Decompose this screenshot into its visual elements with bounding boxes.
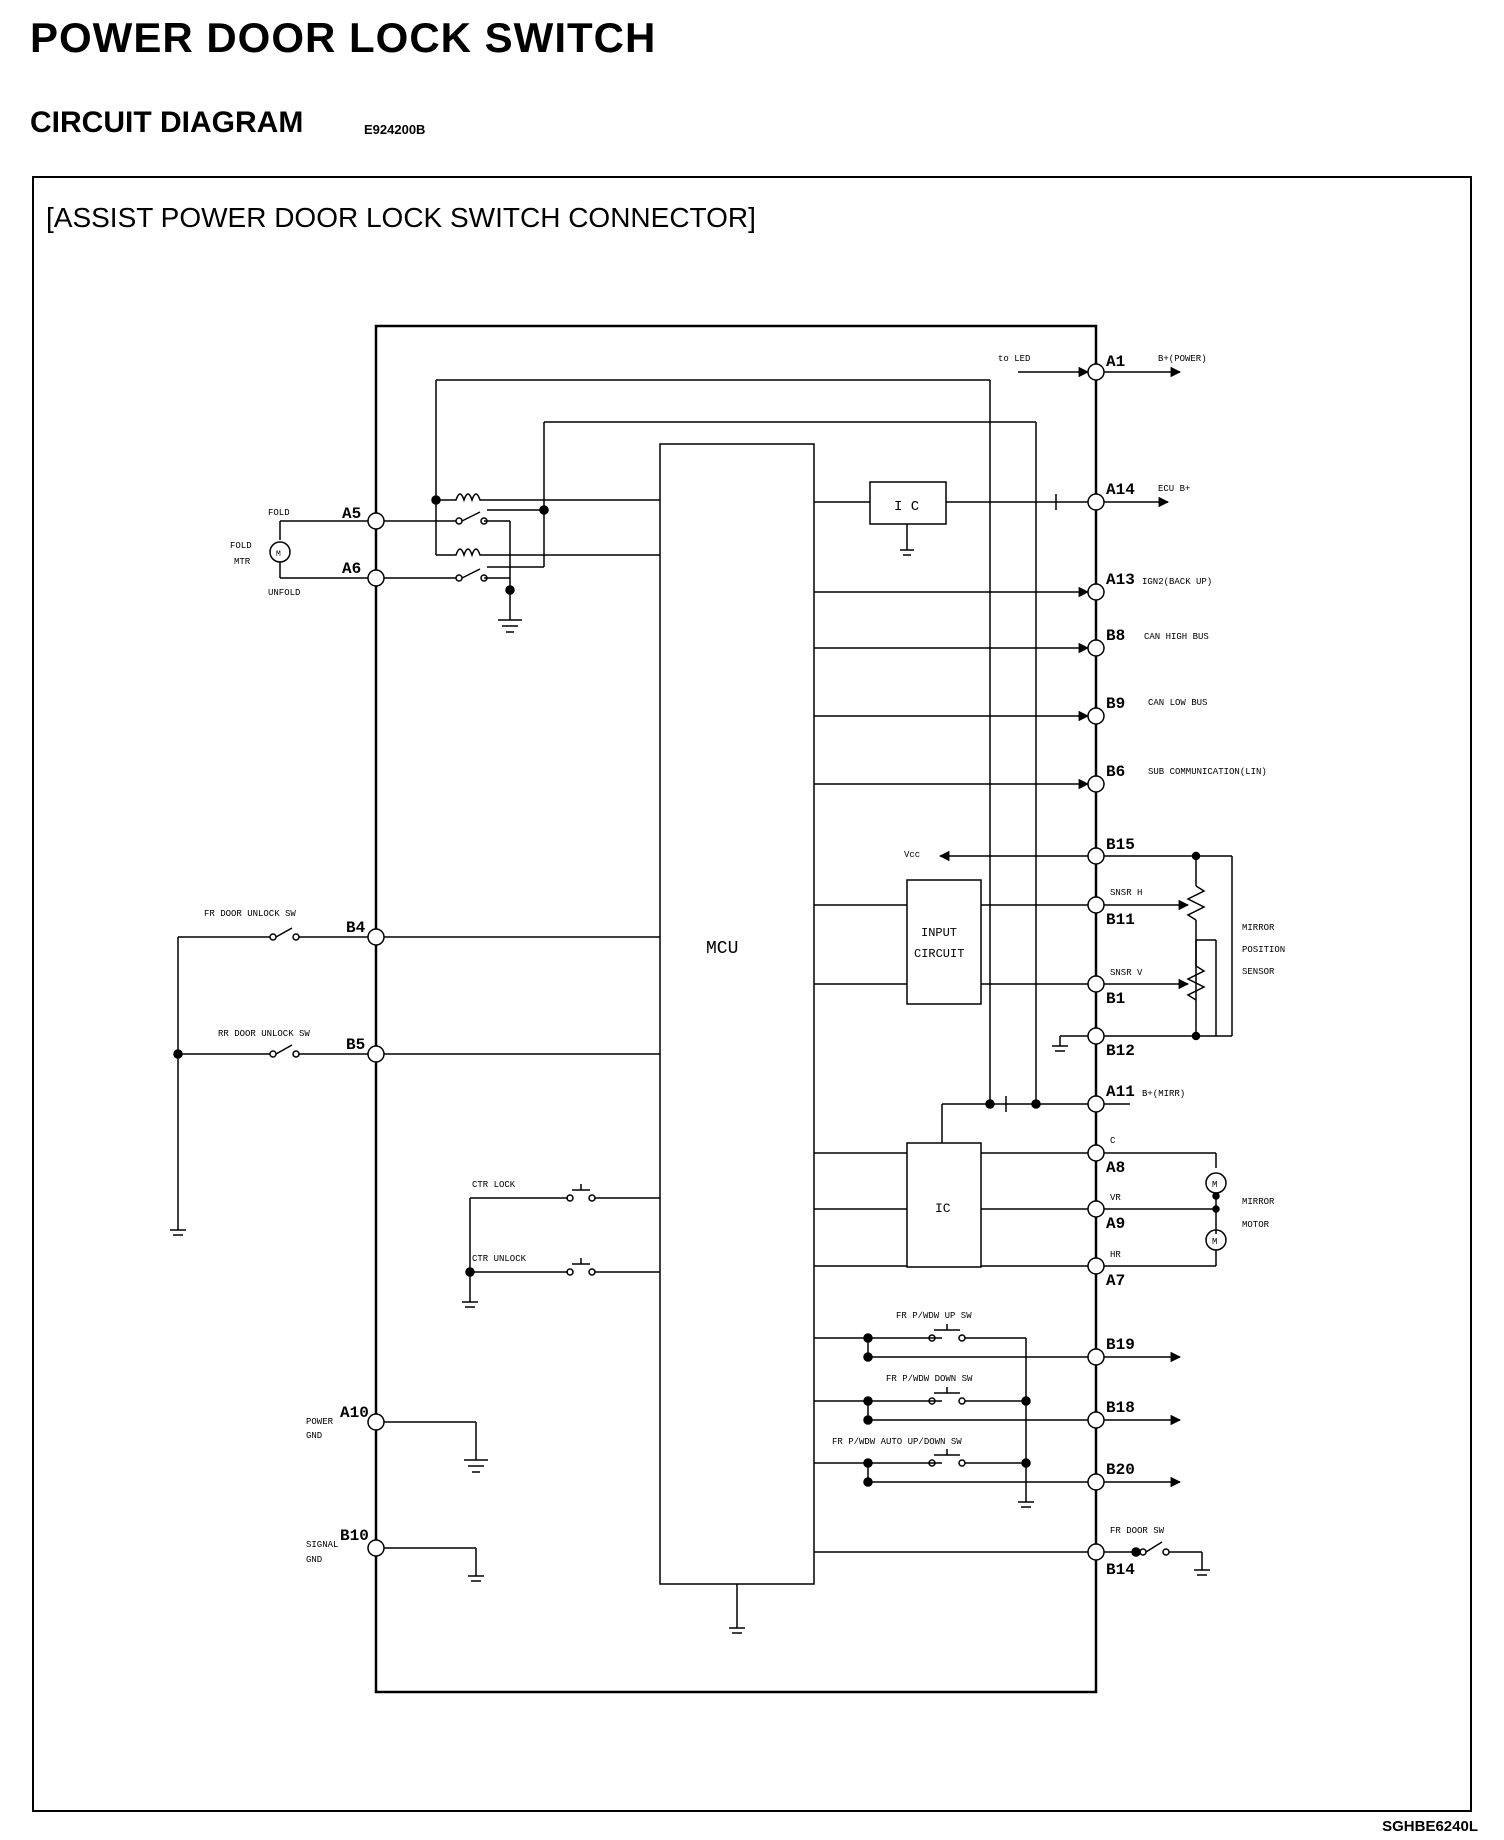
input-circuit-block bbox=[906, 879, 982, 1005]
signal-label-can-low: CAN LOW BUS bbox=[1148, 698, 1207, 708]
motor-symbol: M bbox=[276, 550, 281, 559]
fr-pwdw-auto-label: FR P/WDW AUTO UP/DOWN SW bbox=[832, 1437, 962, 1447]
fold-mtr-label: FOLD bbox=[230, 541, 252, 551]
fr-door-unlock-label: FR DOOR UNLOCK SW bbox=[204, 909, 296, 919]
footer-code: SGHBE6240L bbox=[1382, 1818, 1478, 1835]
pin-label-a7: A7 bbox=[1106, 1272, 1125, 1290]
mirror-motor-wiring bbox=[814, 1152, 1227, 1267]
signal-label-sub-comm: SUB COMMUNICATION(LIN) bbox=[1148, 767, 1267, 777]
document-code: E924200B bbox=[364, 122, 426, 137]
signal-label-ecu-b: ECU B+ bbox=[1158, 484, 1190, 494]
fr-pwdw-down-label: FR P/WDW DOWN SW bbox=[886, 1374, 973, 1384]
mcu-label: MCU bbox=[706, 939, 738, 959]
pin-label-b4: B4 bbox=[346, 919, 366, 937]
signal-gnd-label: SIGNAL bbox=[306, 1540, 338, 1550]
pin-label-b9: B9 bbox=[1106, 695, 1125, 713]
pin-label-a14: A14 bbox=[1106, 481, 1135, 499]
pin-label-a10: A10 bbox=[340, 1404, 369, 1422]
fold-label: FOLD bbox=[268, 508, 290, 518]
pin-label-b8: B8 bbox=[1106, 627, 1125, 645]
signal-label-vr: VR bbox=[1110, 1193, 1121, 1203]
pin-label-b12: B12 bbox=[1106, 1042, 1135, 1060]
pin-label-b19: B19 bbox=[1106, 1336, 1135, 1354]
pin-label-a1: A1 bbox=[1106, 353, 1125, 371]
ic-top-block bbox=[869, 481, 947, 525]
signal-label-vcc: Vcc bbox=[904, 850, 920, 860]
right-output-wires bbox=[814, 366, 1182, 1553]
unfold-label: UNFOLD bbox=[268, 588, 300, 598]
signal-label-c: C bbox=[1110, 1136, 1116, 1146]
switch-module-box bbox=[374, 324, 1098, 1694]
pin-label-a6: A6 bbox=[342, 560, 361, 578]
fr-pwdw-up-label: FR P/WDW UP SW bbox=[896, 1311, 972, 1321]
mirror-position-sensor-label: POSITION bbox=[1242, 945, 1285, 955]
fold-mtr-label: MTR bbox=[234, 557, 251, 567]
signal-label-snsr-h: SNSR H bbox=[1110, 888, 1142, 898]
ic-bottom-block bbox=[906, 1142, 982, 1268]
pin-label-b5: B5 bbox=[346, 1036, 365, 1054]
pin-label-b1: B1 bbox=[1106, 990, 1125, 1008]
fold-motor-relays bbox=[269, 380, 660, 633]
signal-gnd-label: GND bbox=[306, 1555, 322, 1565]
signal-label-can-high: CAN HIGH BUS bbox=[1144, 632, 1209, 642]
ground-connections bbox=[384, 1421, 745, 1634]
mirror-position-sensor-label: SENSOR bbox=[1242, 967, 1275, 977]
page-title: POWER DOOR LOCK SWITCH bbox=[30, 14, 657, 61]
pin-label-a5: A5 bbox=[342, 505, 361, 523]
frame-title: [ASSIST POWER DOOR LOCK SWITCH CONNECTOR… bbox=[46, 202, 756, 233]
motor-symbol: M bbox=[1212, 1237, 1217, 1247]
power-gnd-label: GND bbox=[306, 1431, 322, 1441]
fr-door-sw-label: FR DOOR SW bbox=[1110, 1526, 1165, 1536]
pin-label-a9: A9 bbox=[1106, 1215, 1125, 1233]
rr-door-unlock-label: RR DOOR UNLOCK SW bbox=[218, 1029, 310, 1039]
motor-symbol: M bbox=[1212, 1180, 1217, 1190]
ic-bottom-label: IC bbox=[935, 1201, 951, 1216]
signal-label-snsr-v: SNSR V bbox=[1110, 968, 1143, 978]
pin-label-b11: B11 bbox=[1106, 911, 1135, 929]
pin-label-b18: B18 bbox=[1106, 1399, 1135, 1417]
input-circuit-label: CIRCUIT bbox=[914, 947, 964, 961]
section-title: CIRCUIT DIAGRAM bbox=[30, 106, 304, 139]
signal-label-b-mirr: B+(MIRR) bbox=[1142, 1089, 1185, 1099]
pin-label-a8: A8 bbox=[1106, 1159, 1125, 1177]
power-gnd-label: POWER bbox=[306, 1417, 334, 1427]
ctr-lock-label: CTR LOCK bbox=[472, 1180, 516, 1190]
mirror-motor-label: MIRROR bbox=[1242, 1197, 1275, 1207]
mirror-position-sensor-label: MIRROR bbox=[1242, 923, 1275, 933]
fr-door-switch bbox=[1104, 1541, 1210, 1576]
signal-label-to-led: to LED bbox=[998, 354, 1030, 364]
pin-label-b10: B10 bbox=[340, 1527, 369, 1545]
mirror-motor-label: MOTOR bbox=[1242, 1220, 1270, 1230]
pin-label-b20: B20 bbox=[1106, 1461, 1135, 1479]
power-window-switches bbox=[814, 1324, 1088, 1508]
signal-label-b-power: B+(POWER) bbox=[1158, 354, 1207, 364]
input-circuit-label: INPUT bbox=[921, 926, 957, 940]
pin-label-b15: B15 bbox=[1106, 836, 1135, 854]
diagram-frame: [ASSIST POWER DOOR LOCK SWITCH CONNECTOR… bbox=[32, 176, 1472, 1812]
signal-label-hr: HR bbox=[1110, 1250, 1121, 1260]
pin-label-b6: B6 bbox=[1106, 763, 1125, 781]
b12-a11-wiring bbox=[436, 379, 1130, 1143]
mirror-position-sensor bbox=[1104, 851, 1233, 1041]
pin-label-a13: A13 bbox=[1106, 571, 1135, 589]
pin-label-b14: B14 bbox=[1106, 1561, 1135, 1579]
center-lock-switches bbox=[462, 1184, 660, 1308]
pin-label-a11: A11 bbox=[1106, 1083, 1135, 1101]
signal-label-ign2: IGN2(BACK UP) bbox=[1142, 577, 1212, 587]
ic-top-wiring bbox=[814, 501, 914, 556]
ctr-unlock-label: CTR UNLOCK bbox=[472, 1254, 527, 1264]
door-unlock-switches bbox=[170, 927, 660, 1236]
mcu-block bbox=[659, 443, 815, 1585]
ic-top-label: I C bbox=[894, 499, 919, 515]
